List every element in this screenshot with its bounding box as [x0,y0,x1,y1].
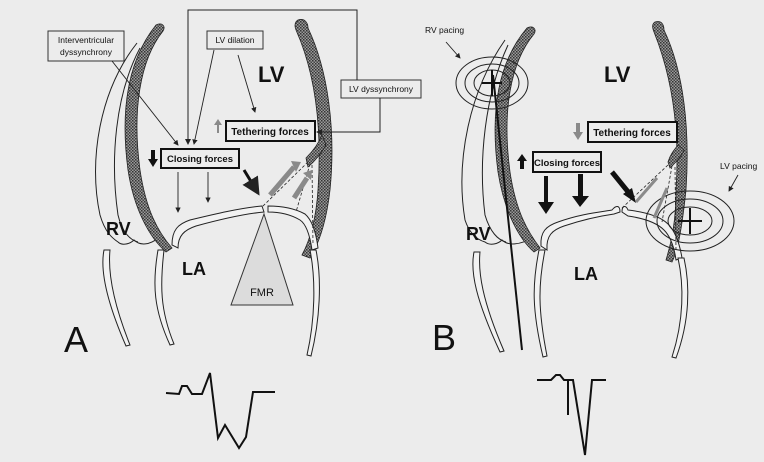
dilation-to-closing-arrow [192,49,215,145]
la-label-b: LA [574,264,598,284]
lv-pacing-star-icon [678,208,702,234]
closing-forces-box-a: Closing forces [160,148,240,169]
tethering-increase-arrow-icon [214,119,222,133]
closing-arrow-3 [242,169,260,196]
lv-lateral-wall-b [652,21,688,263]
lv-pacing-pointer [728,174,739,192]
chordae-3 [311,164,314,246]
chordae-b-1 [621,164,669,209]
rv-inner-wall [113,47,141,243]
rv-pacing-site [455,56,529,110]
rv-outer-wall [95,42,159,245]
lv-dyssync-to-tether-line [320,98,381,133]
chordae-b-3 [674,166,677,251]
ra-wall-b [472,251,505,353]
lv-dilation-box: LV dilation [206,30,264,50]
panel-label-a: A [64,319,88,360]
svg-text:Closing forces: Closing forces [534,158,600,169]
la-left-wall-b [533,249,548,358]
interventricular-septum [124,23,173,253]
la-right-wall-b [671,257,689,359]
rv-label-a: RV [106,219,131,239]
tethering-arrow-1 [268,165,296,197]
posterior-leaflet-b [621,206,683,261]
lv-label-a: LV [258,62,285,87]
svg-text:Interventricular: Interventricular [58,35,114,45]
top-feedback-line [187,9,358,144]
ecg-trace-b [537,374,606,456]
panel-a: FMR LV RV LA A Interventricular dyssynch… [47,9,422,450]
chordae-b-2 [661,165,673,223]
tethering-forces-box-b: Tethering forces [587,121,678,143]
la-label-a: LA [182,259,206,279]
interventricular-to-closing-arrow [111,60,179,146]
panel-b: RV pacing LV pacing LV RV LA B Tethering… [425,21,757,456]
tethering-arrow-b-2 [652,187,669,219]
rv-pacing-pointer [445,41,461,59]
svg-text:Tethering forces: Tethering forces [231,127,309,138]
tethering-forces-box-a: Tethering forces [225,120,316,142]
interventricular-dyssynchrony-box: Interventricular dyssynchrony [47,30,125,62]
rv-label-b: RV [466,224,491,244]
anterior-leaflet-b [540,206,621,251]
lv-dyssynchrony-box: LV dyssynchrony [340,79,422,99]
lv-pacing-label: LV pacing [720,161,757,171]
closing-forces-box-b: Closing forces [532,151,602,173]
rv-pacing-star-icon [482,70,502,96]
la-left-wall [154,249,175,346]
svg-text:LV dilation: LV dilation [215,35,254,45]
papillary-muscle-b [667,144,685,169]
closing-arrow-b-3 [610,170,631,195]
ecg-trace-a [165,372,275,450]
panel-label-b: B [432,317,456,358]
anterior-leaflet [171,205,265,249]
la-right-wall [306,249,320,357]
rv-pacing-label: RV pacing [425,25,464,35]
papillary-muscle [305,133,327,168]
tethering-arrow-2 [291,176,310,200]
pacing-lead [492,74,523,351]
svg-text:LV dyssynchrony: LV dyssynchrony [349,84,414,94]
svg-text:Closing forces: Closing forces [167,154,233,165]
closing-increase-arrow-icon [517,154,527,169]
ra-wall [102,249,131,347]
lv-pacing-site [645,190,735,252]
dilation-to-tethering-arrow [237,54,257,113]
tethering-arrow-b-1 [634,177,659,203]
tethering-decrease-arrow-icon [573,123,583,140]
posterior-leaflet [267,205,319,251]
svg-text:dyssynchrony: dyssynchrony [60,47,113,57]
chordae-1 [261,161,309,208]
closing-decrease-arrow-icon [148,150,158,167]
closing-arrow-b-1 [538,176,554,214]
lv-label-b: LV [604,62,631,87]
fmr-jet-triangle [230,212,294,306]
closing-arrow-b-2 [572,174,589,207]
fmr-label: FMR [250,287,274,299]
lv-lateral-wall [294,19,333,259]
svg-text:Tethering forces: Tethering forces [593,128,671,139]
